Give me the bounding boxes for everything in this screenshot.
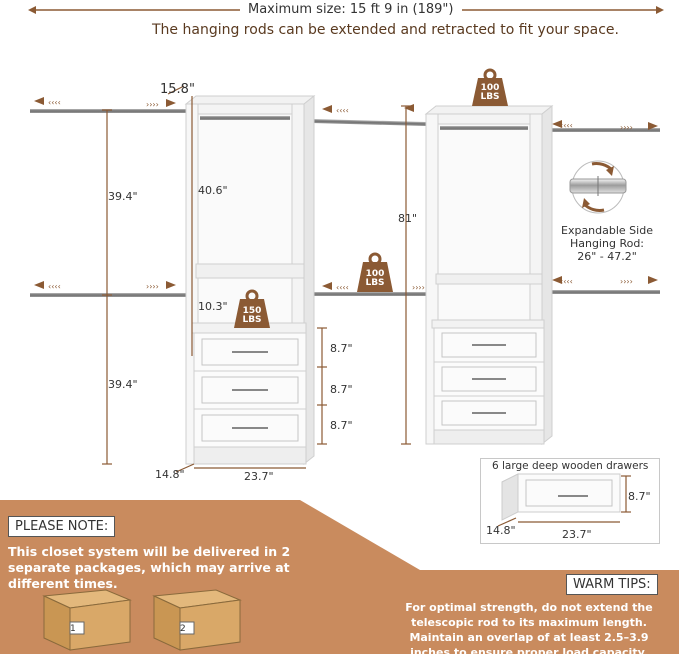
drawer-2-label: 8.7": [330, 383, 353, 396]
closet-diagram: ‹‹‹‹ ›››› ‹‹‹‹ ‹‹‹‹ ›››› ‹‹‹‹ ›››› ‹‹‹‹ …: [30, 68, 660, 473]
rod-spacing-upper-label: 39.4": [108, 190, 138, 203]
right-drawer-handles: [472, 344, 506, 414]
package-box-1-icon: [42, 589, 132, 651]
warm-tips-label: WARM TIPS:: [566, 574, 658, 595]
svg-text:‹‹‹‹: ‹‹‹‹: [48, 98, 61, 107]
drawer-1-label: 8.7": [330, 342, 353, 355]
left-drawer-handles: [232, 351, 268, 429]
svg-text:››››: ››››: [620, 277, 633, 286]
right-tower: [424, 104, 554, 446]
svg-text:››››: ››››: [412, 283, 425, 292]
please-note-label: PLEASE NOTE:: [8, 516, 116, 537]
rod-spacing-lower-label: 39.4": [108, 378, 138, 391]
svg-text:‹‹‹‹: ‹‹‹‹: [48, 282, 61, 291]
drawer-3-label: 8.7": [330, 419, 353, 432]
svg-text:››››: ››››: [146, 282, 159, 291]
header-arrows: [28, 6, 664, 14]
weight-icon-top: [472, 68, 508, 106]
left-tower: [184, 94, 316, 466]
drawer-detail-title: 6 large deep wooden drawers: [492, 460, 649, 472]
drawer-detail-height: 8.7": [628, 490, 651, 503]
please-note-text: This closet system will be delivered in …: [8, 544, 291, 591]
package-box-2-icon: [152, 589, 242, 651]
extend-arrows: ‹‹‹‹ ›››› ‹‹‹‹ ‹‹‹‹ ›››› ‹‹‹‹ ›››› ‹‹‹‹ …: [34, 97, 658, 292]
max-size-label: Maximum size: 15 ft 9 in (189"): [248, 2, 454, 17]
depth-top-label: 15.8": [160, 82, 195, 97]
svg-text:‹‹‹‹: ‹‹‹‹: [560, 277, 573, 286]
base-depth-label: 14.8": [155, 468, 185, 481]
package-box-2-number: 2: [180, 624, 186, 634]
dimension-lines: [102, 85, 411, 473]
package-box-1-number: 1: [70, 624, 76, 634]
drawer-detail-drawing: [497, 473, 631, 527]
upper-rods: [30, 109, 660, 132]
subtitle: The hanging rods can be extended and ret…: [152, 22, 619, 38]
svg-text:‹‹‹‹: ‹‹‹‹: [336, 283, 349, 292]
weight-icon-middle: [357, 252, 393, 292]
svg-text:››››: ››››: [620, 123, 633, 132]
package-boxes: [42, 589, 242, 651]
drawer-detail-width: 23.7": [562, 528, 592, 541]
base-width-label: 23.7": [244, 470, 274, 483]
upper-opening-label: 40.6": [198, 184, 228, 197]
svg-text:››››: ››››: [146, 100, 159, 109]
warm-tips-text: For optimal strength, do not extend the …: [405, 601, 653, 654]
drawer-detail-depth: 14.8": [486, 524, 516, 537]
weight-icon-shelf: [234, 289, 270, 328]
svg-text:‹‹‹‹: ‹‹‹‹: [336, 106, 349, 115]
rod-callout-text: Expandable Side Hanging Rod: 26" - 47.2": [561, 224, 653, 263]
shelf-gap-label: 10.3": [198, 300, 228, 313]
rod-callout-icon: [569, 160, 627, 214]
svg-text:‹‹‹‹: ‹‹‹‹: [560, 121, 573, 130]
total-height-label: 81": [398, 212, 418, 225]
